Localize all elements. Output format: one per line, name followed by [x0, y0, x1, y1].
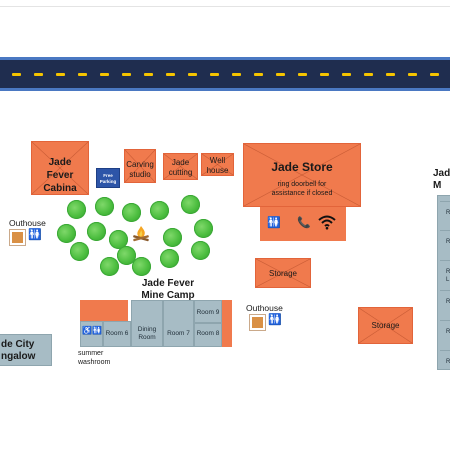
well-house-label: Well house — [206, 156, 229, 175]
storage-store-label: Storage — [268, 269, 298, 278]
road-dash — [122, 73, 131, 76]
road-dash — [408, 73, 417, 76]
dining-room-label: Dining Room — [137, 326, 157, 341]
right-building-room[interactable]: R — [440, 230, 450, 256]
jade-fever-cabina-label: Jade Fever Cabina — [43, 157, 77, 194]
road-dash — [188, 73, 197, 76]
road-dash — [254, 73, 263, 76]
right-building-room[interactable]: R — [440, 350, 450, 376]
toilet-icon: 🚻 — [267, 217, 281, 229]
bush — [150, 201, 169, 220]
carving-studio[interactable]: Carving studio — [124, 149, 156, 183]
jade-cutting[interactable]: Jade cutting — [163, 153, 198, 180]
jade-store-annex — [260, 207, 346, 241]
road-dash — [144, 73, 153, 76]
outhouse-right[interactable] — [249, 314, 266, 331]
road-dash — [56, 73, 65, 76]
top-border-line — [0, 6, 450, 7]
road-dash — [100, 73, 109, 76]
road-dash — [34, 73, 43, 76]
outhouse-right-label: Outhouse — [246, 303, 283, 313]
mine-camp-end-strip — [222, 300, 232, 347]
bush — [67, 200, 86, 219]
bush — [57, 224, 76, 243]
right-building-room[interactable]: R — [440, 201, 450, 227]
bush — [70, 242, 89, 261]
bush — [194, 219, 213, 238]
room-9-label: Room 9 — [196, 309, 220, 316]
road-dash — [430, 73, 439, 76]
bush — [181, 195, 200, 214]
mine-camp-label: Jade Fever Mine Camp — [141, 278, 195, 301]
outhouse-left-label: Outhouse — [9, 218, 46, 228]
outhouse-left[interactable] — [9, 229, 26, 246]
bush — [87, 222, 106, 241]
room-8[interactable]: Room 8 — [194, 323, 222, 347]
restroom-icon: 🚻 — [28, 229, 42, 241]
road-dash — [364, 73, 373, 76]
jade-store-title: Jade Store — [271, 160, 333, 174]
well-house[interactable]: Well house — [201, 153, 234, 176]
road-dash — [320, 73, 329, 76]
road-dash — [232, 73, 241, 76]
bush — [95, 197, 114, 216]
jade-store[interactable]: Jade Store ring doorbell for assistance … — [243, 143, 361, 207]
storage-store[interactable]: Storage — [255, 258, 311, 288]
road-dash — [210, 73, 219, 76]
right-building[interactable] — [437, 195, 450, 370]
right-building-room[interactable]: R — [440, 290, 450, 316]
bush — [100, 257, 119, 276]
free-parking-label: Free Parking — [99, 173, 117, 184]
free-parking-sign: Free Parking — [96, 168, 120, 188]
room-9[interactable]: Room 9 — [194, 300, 222, 323]
room-7-label: Room 7 — [167, 330, 190, 337]
bush — [132, 257, 151, 276]
dining-room[interactable]: Dining Room — [131, 300, 163, 347]
right-building-room[interactable]: R L — [440, 260, 450, 286]
bush — [117, 246, 136, 265]
summer-washroom-label: summer washroom — [78, 350, 111, 366]
room-6-label: Room 6 — [105, 330, 129, 337]
road-dash — [166, 73, 175, 76]
road-dash — [386, 73, 395, 76]
bush — [160, 249, 179, 268]
storage-right[interactable]: Storage — [358, 307, 413, 344]
road-dash — [342, 73, 351, 76]
wifi-icon — [318, 214, 336, 230]
jade-city-bungalow-label: de City ngalow — [1, 339, 36, 362]
jade-cutting-label: Jade cutting — [168, 158, 193, 177]
summer-washroom-block[interactable] — [80, 321, 103, 347]
jade-fever-cabina[interactable]: Jade Fever Cabina — [31, 141, 89, 195]
road-dash — [298, 73, 307, 76]
jade-store-note: ring doorbell for assistance if closed — [271, 181, 333, 197]
right-building-title: Jad M — [433, 168, 450, 191]
campfire-icon — [131, 225, 151, 243]
road-dash — [78, 73, 87, 76]
room-8-label: Room 8 — [196, 330, 220, 337]
accessible-toilet-icon: ♿🚻 — [82, 326, 102, 335]
jade-city-bungalow[interactable]: de City ngalow — [0, 334, 52, 366]
carving-studio-label: Carving studio — [126, 160, 154, 179]
bush — [163, 228, 182, 247]
room-7[interactable]: Room 7 — [163, 300, 194, 347]
storage-right-label: Storage — [371, 321, 400, 330]
mine-camp-roof-strip — [80, 300, 128, 321]
bush — [109, 230, 128, 249]
road-dash — [12, 73, 21, 76]
right-building-room[interactable]: R — [440, 320, 450, 346]
room-6[interactable]: Room 6 — [103, 321, 131, 347]
bush — [122, 203, 141, 222]
road-dash — [276, 73, 285, 76]
bush — [191, 241, 210, 260]
phone-icon: 📞 — [297, 217, 311, 229]
restroom-icon: 🚻 — [268, 314, 282, 326]
road — [0, 57, 450, 91]
